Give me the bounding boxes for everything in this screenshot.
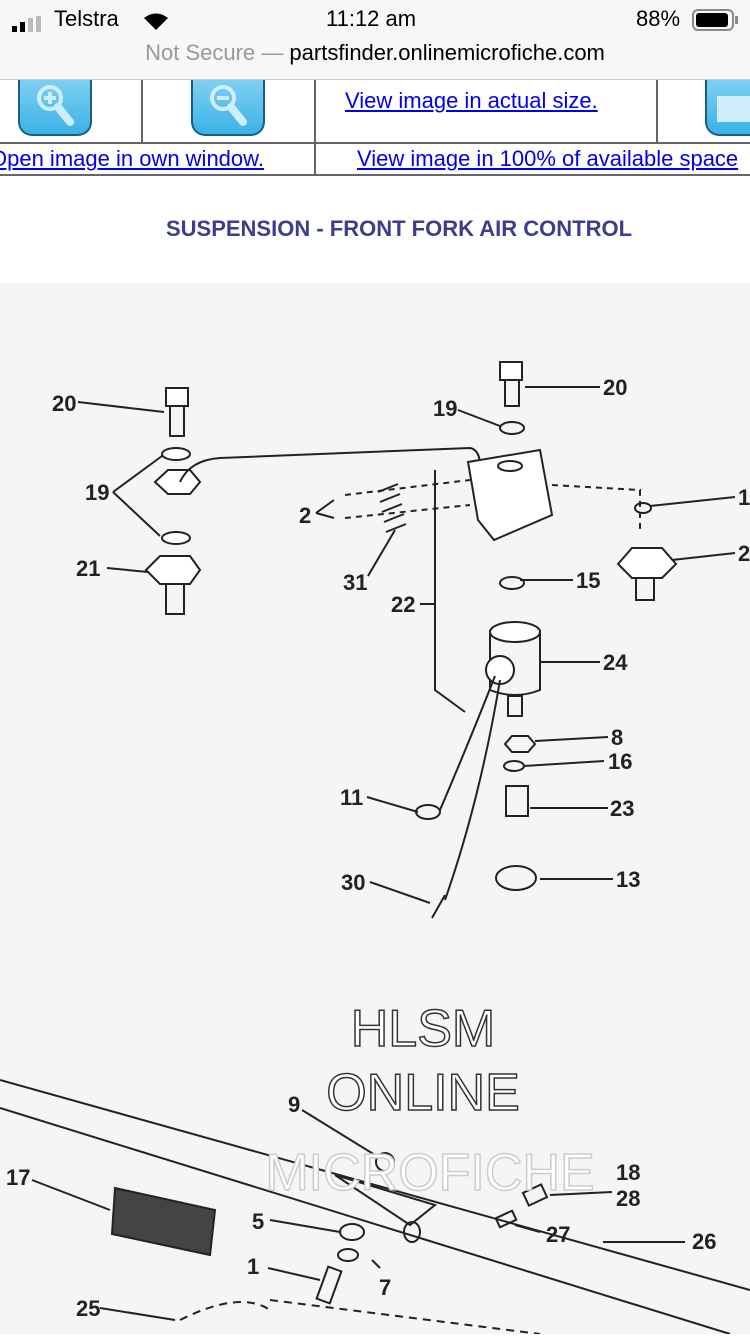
print-button[interactable] — [705, 80, 750, 136]
callout: 26 — [692, 1229, 716, 1254]
callout: 2 — [738, 541, 750, 566]
svg-text:ONLINE: ONLINE — [326, 1064, 520, 1122]
zoom-out-button[interactable] — [191, 80, 265, 136]
callout: 22 — [391, 592, 415, 617]
callout: 23 — [610, 796, 634, 821]
part-callouts: 20 19 21 2 31 22 20 19 1 2 15 24 8 16 23… — [6, 375, 750, 1321]
callout: 18 — [616, 1160, 640, 1185]
url-text: partsfinder.onlinemicrofiche.com — [289, 40, 605, 65]
carrier: Telstra — [54, 6, 119, 31]
callout: 24 — [603, 650, 628, 675]
toolbar: View image in actual size. Open image in… — [0, 80, 750, 176]
callout: 19 — [85, 480, 109, 505]
callout: 20 — [52, 391, 76, 416]
callout: 21 — [76, 556, 100, 581]
watermark: HLSM ONLINE MICROFICHE — [265, 999, 596, 1203]
page-title: SUSPENSION - FRONT FORK AIR CONTROL — [165, 216, 633, 241]
callout: 19 — [433, 396, 457, 421]
clock: 11:12 am — [326, 6, 417, 31]
callout: 16 — [608, 749, 632, 774]
callout: 25 — [76, 1296, 100, 1321]
own-window-link[interactable]: Open image in own window. — [0, 146, 264, 171]
svg-text:MICROFICHE: MICROFICHE — [265, 1144, 594, 1202]
callout: 20 — [603, 375, 627, 400]
callout: 31 — [343, 570, 367, 595]
callout: 5 — [252, 1209, 264, 1234]
print-icon — [717, 96, 750, 122]
callout: 7 — [379, 1275, 391, 1300]
battery-percent: 88% — [636, 6, 681, 31]
battery-icon — [692, 9, 738, 37]
zoom-in-icon — [37, 85, 74, 126]
security-label: Not Secure — [145, 40, 256, 65]
fit-space-link[interactable]: View image in 100% of available space — [357, 146, 739, 171]
diagram-drawing: HLSM ONLINE MICROFICHE 20 19 21 2 31 22 … — [0, 361, 750, 1335]
separator: — — [261, 40, 284, 65]
callout: 9 — [288, 1092, 300, 1117]
svg-text:HLSM: HLSM — [351, 1000, 495, 1058]
callout: 15 — [576, 568, 600, 593]
callout: 28 — [616, 1186, 640, 1211]
zoom-in-button[interactable] — [18, 80, 92, 136]
callout: 11 — [340, 785, 363, 810]
callout: 30 — [341, 870, 365, 895]
callout: 1 — [247, 1254, 259, 1279]
zoom-out-icon — [210, 85, 247, 126]
wifi-icon — [143, 10, 169, 36]
callout: 27 — [546, 1222, 570, 1247]
signal-icon — [12, 12, 46, 38]
callout: 8 — [611, 725, 623, 750]
callout: 2 — [299, 503, 311, 528]
parts-diagram[interactable]: HLSM ONLINE MICROFICHE 20 19 21 2 31 22 … — [0, 283, 750, 1335]
callout: 13 — [616, 867, 640, 892]
address-bar[interactable]: Not Secure — partsfinder.onlinemicrofich… — [0, 40, 750, 66]
status-bar: Telstra 11:12 am 88% Not Secure — partsf… — [0, 0, 750, 80]
callout: 1 — [738, 485, 750, 510]
actual-size-link[interactable]: View image in actual size. — [345, 88, 598, 113]
callout: 17 — [6, 1165, 30, 1190]
